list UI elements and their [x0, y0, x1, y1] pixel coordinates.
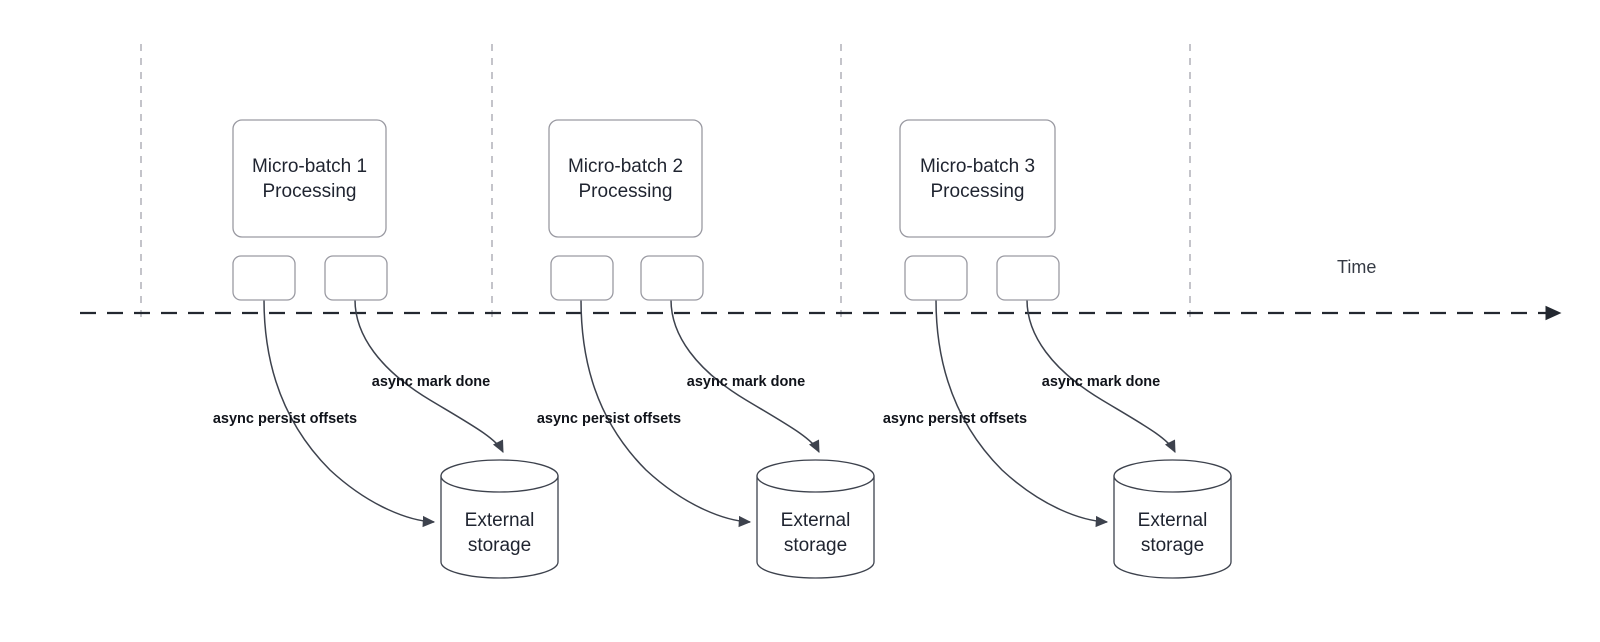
timeline-ticks	[140, 44, 1191, 322]
cylinder-top	[1113, 459, 1232, 493]
cylinder-body	[440, 475, 559, 579]
micro-batch-title-line1: Micro-batch 1	[252, 156, 367, 177]
micro-batch-box-1[interactable]	[232, 119, 387, 238]
micro-batch-title-line2: Processing	[579, 181, 673, 202]
cylinder-top	[440, 459, 559, 493]
edge-labels-layer: async persist offsets async mark done asyn…	[213, 374, 1160, 427]
async-mark-done-edge-label-3: async mark done	[1042, 374, 1160, 390]
cylinder-body	[1113, 475, 1232, 579]
storage-label-line1: External	[465, 510, 535, 531]
offset-task-box-3[interactable]	[904, 255, 968, 301]
async-persist-offsets-edge-3	[935, 299, 1109, 528]
mark-done-task-box-1[interactable]	[324, 255, 388, 301]
offset-task-box-1[interactable]	[232, 255, 296, 301]
micro-batch-box-2[interactable]	[548, 119, 703, 238]
async-persist-offsets-edge-2	[580, 299, 752, 528]
offset-task-box-2[interactable]	[550, 255, 614, 301]
micro-batch-title-line1: Micro-batch 2	[568, 156, 683, 177]
mark-done-task-box-3[interactable]	[996, 255, 1060, 301]
cylinder-top	[756, 459, 875, 493]
micro-batch-group-3: Micro-batch 3 Processing	[899, 119, 1056, 238]
async-persist-offsets-edge-label-3: async persist offsets	[883, 411, 1027, 427]
async-mark-done-edge-1	[354, 299, 504, 454]
micro-batch-title-line2: Processing	[931, 181, 1025, 202]
external-storage-1[interactable]: External storage	[440, 459, 559, 579]
storage-label-line2: storage	[1141, 535, 1204, 556]
micro-batch-group-2: Micro-batch 2 Processing	[548, 119, 703, 238]
storage-label-line1: External	[781, 510, 851, 531]
mark-done-task-box-2[interactable]	[640, 255, 704, 301]
micro-batch-box-3[interactable]	[899, 119, 1056, 238]
async-persist-offsets-edge-label-2: async persist offsets	[537, 411, 681, 427]
micro-batch-title-line1: Micro-batch 3	[920, 156, 1035, 177]
micro-batch-group-1: Micro-batch 1 Processing	[232, 119, 387, 238]
async-mark-done-edge-2	[670, 299, 820, 454]
storage-label-line1: External	[1138, 510, 1208, 531]
cylinder-body	[756, 475, 875, 579]
time-axis-label: Time	[1337, 257, 1376, 277]
async-mark-done-edge-3	[1026, 299, 1176, 454]
micro-batch-title-line2: Processing	[263, 181, 357, 202]
async-persist-offsets-edge-1	[263, 299, 436, 528]
storage-label-line2: storage	[468, 535, 531, 556]
external-storage-3[interactable]: External storage	[1113, 459, 1232, 579]
async-mark-done-edge-label-2: async mark done	[687, 374, 805, 390]
storage-label-line2: storage	[784, 535, 847, 556]
async-persist-offsets-edge-label-1: async persist offsets	[213, 411, 357, 427]
external-storage-2[interactable]: External storage	[756, 459, 875, 579]
edges-layer	[263, 299, 1176, 528]
async-mark-done-edge-label-1: async mark done	[372, 374, 490, 390]
